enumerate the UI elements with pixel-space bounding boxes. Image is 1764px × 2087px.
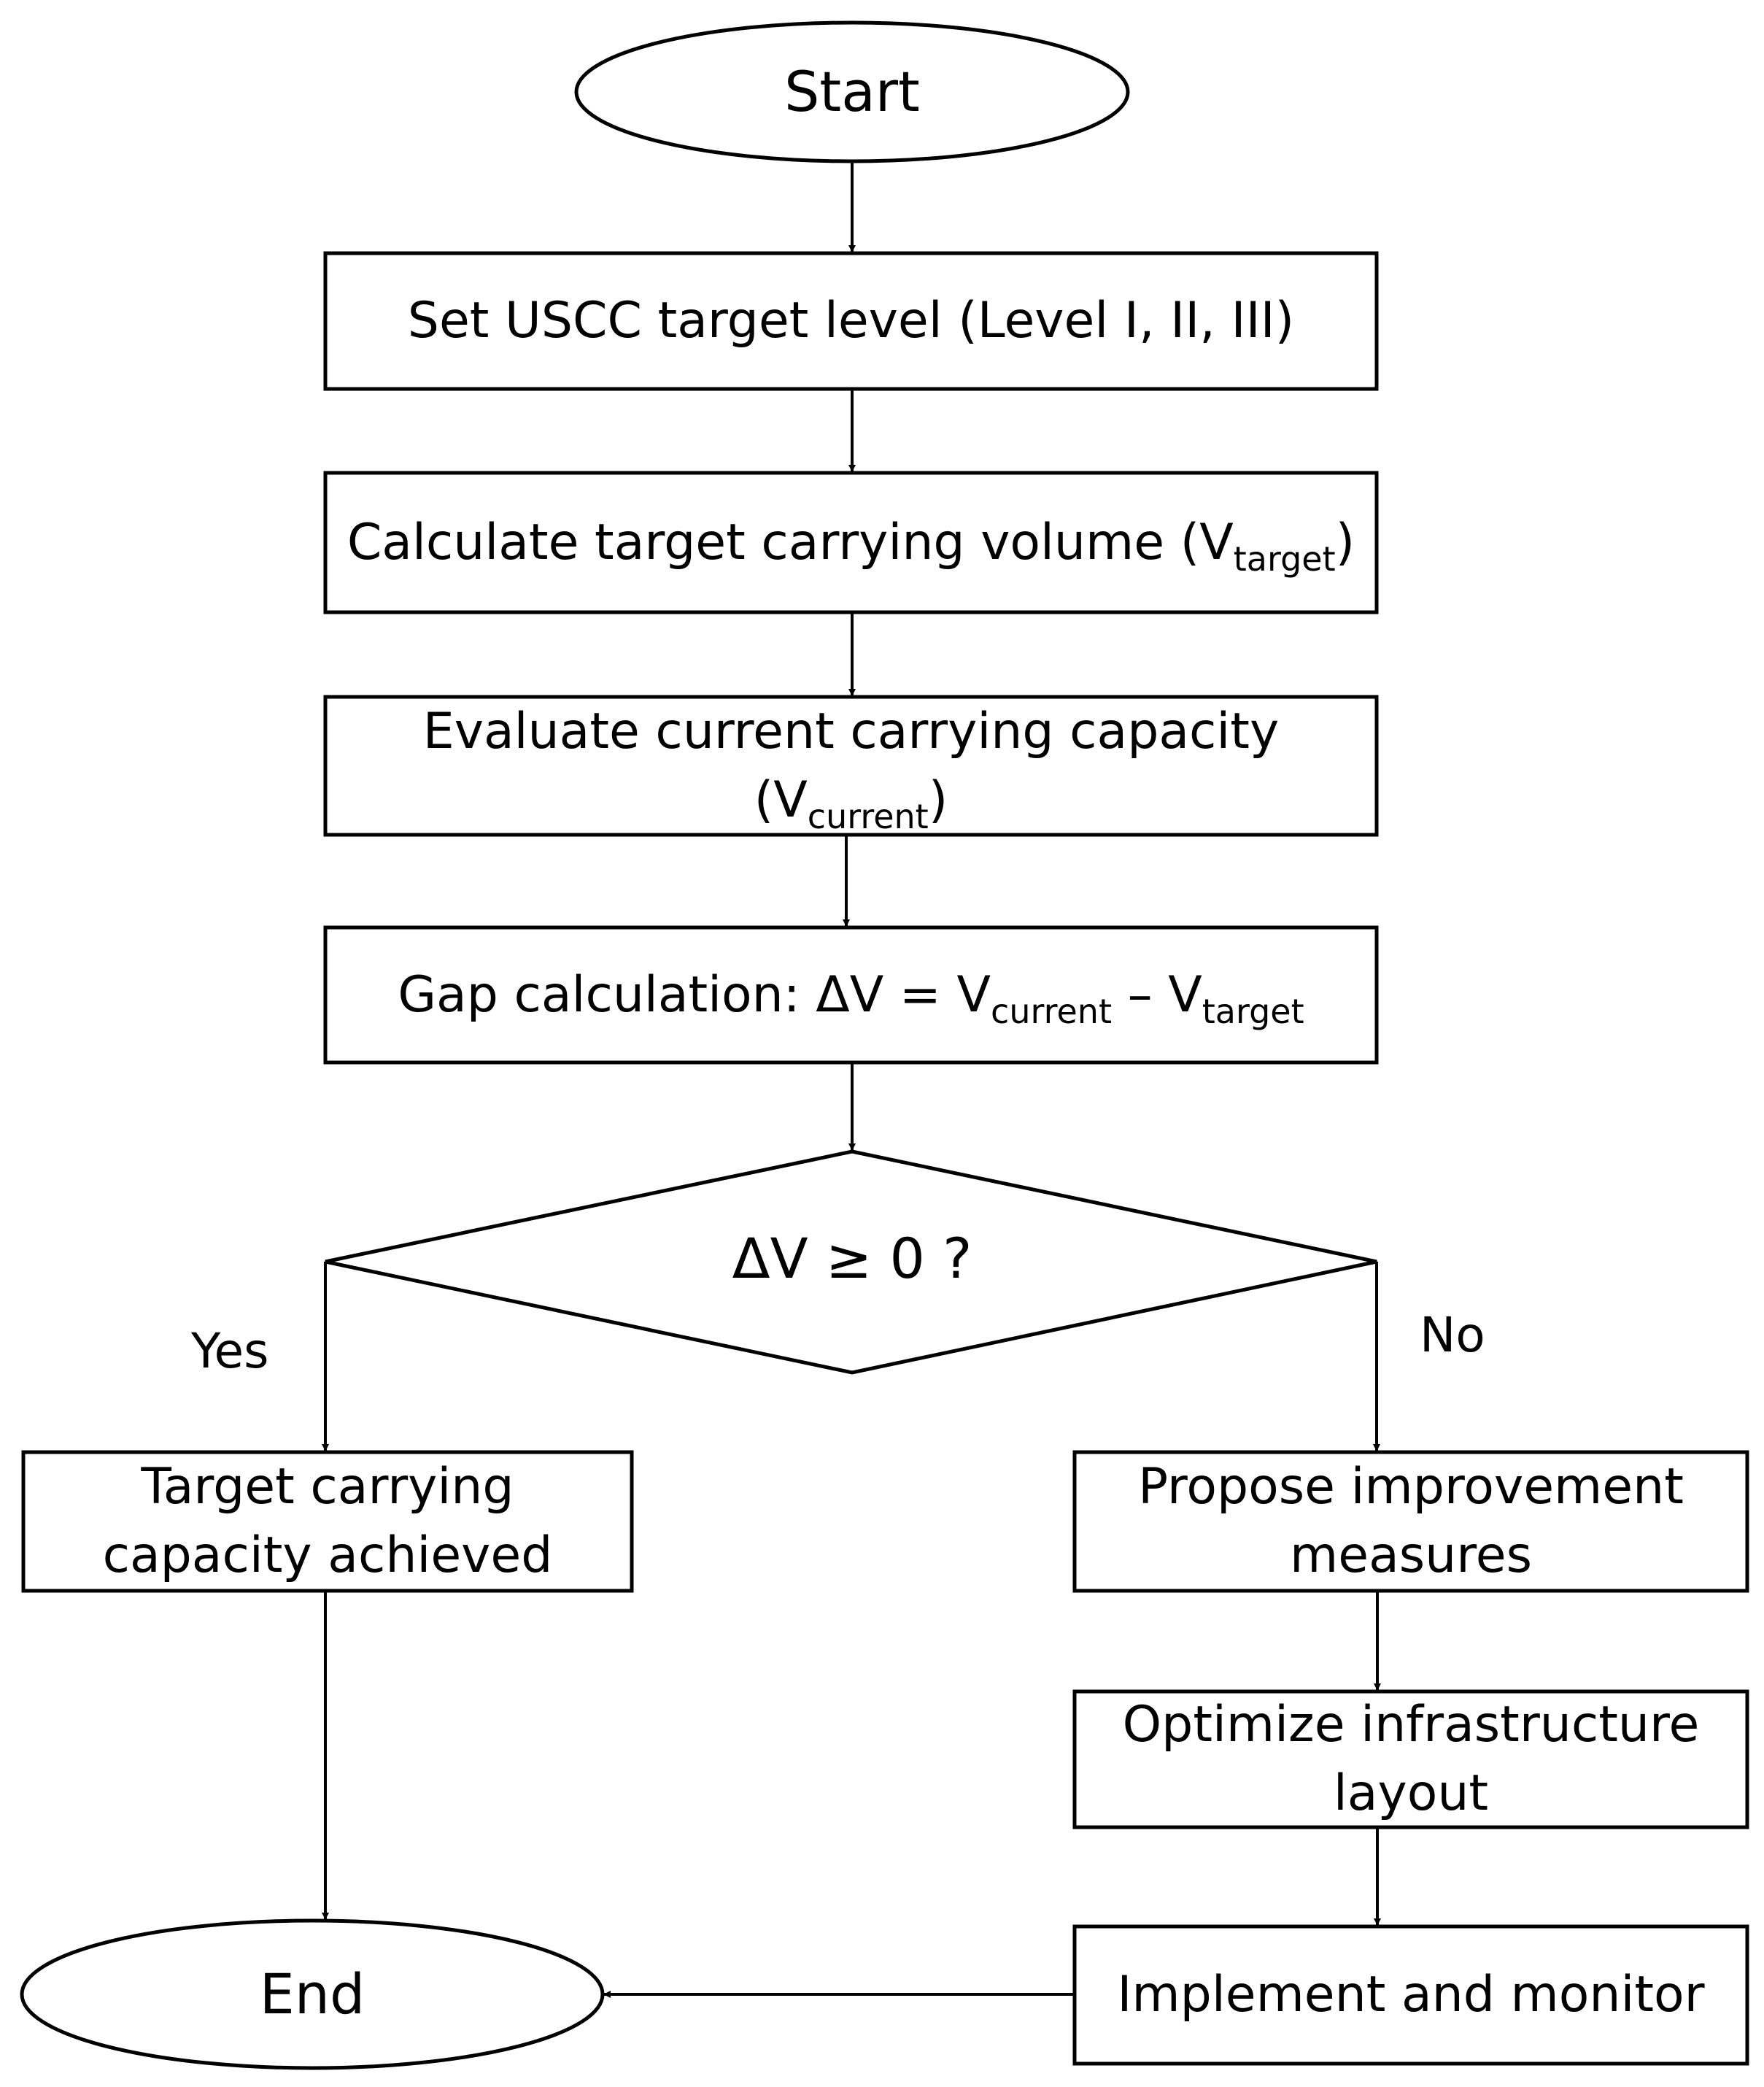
end-node: End xyxy=(22,1921,603,2068)
gap-node: Gap calculation: ΔV = Vcurrent – Vtarget xyxy=(325,927,1377,1062)
implement-node: Implement and monitor xyxy=(1075,1926,1747,2064)
optimize-line1: Optimize infrastructure xyxy=(1122,1696,1700,1754)
achieved-shape xyxy=(21,1450,634,1593)
gap-label: Gap calculation: ΔV = Vcurrent – Vtarget xyxy=(398,965,1304,1031)
propose-line2: measures xyxy=(1290,1527,1532,1584)
start-shape xyxy=(574,20,1130,163)
no-label: No xyxy=(1420,1307,1485,1363)
yes-label: Yes xyxy=(191,1323,269,1379)
decision-node: ΔV ≥ 0 ? xyxy=(620,1211,1084,1306)
end-shape xyxy=(20,1918,605,2070)
decision-shape xyxy=(325,1149,1377,1375)
eval-current-shape xyxy=(323,695,1379,837)
calc-target-shape xyxy=(323,471,1379,614)
gap-shape xyxy=(323,925,1379,1065)
calc-target-node: Calculate target carrying volume (Vtarge… xyxy=(325,473,1377,612)
start-node: Start xyxy=(576,23,1128,161)
achieved-node: Target carrying capacity achieved xyxy=(23,1452,632,1591)
calc-target-label: Calculate target carrying volume (Vtarge… xyxy=(347,513,1355,579)
set-target-shape xyxy=(323,251,1379,391)
achieved-line1: Target carrying xyxy=(141,1458,514,1516)
optimize-line2: layout xyxy=(1333,1764,1489,1822)
start-label: Start xyxy=(784,59,920,124)
propose-line1: Propose improvement xyxy=(1138,1458,1684,1516)
optimize-shape xyxy=(1072,1689,1749,1829)
set-target-node: Set USCC target level (Level I, II, III) xyxy=(325,253,1377,389)
eval-current-line1: Evaluate current carrying capacity xyxy=(422,702,1280,760)
propose-node: Propose improvement measures xyxy=(1075,1452,1747,1591)
end-label: End xyxy=(259,1961,365,2026)
optimize-node: Optimize infrastructure layout xyxy=(1075,1691,1747,1827)
decision-label: ΔV ≥ 0 ? xyxy=(732,1226,972,1291)
eval-current-line2: (Vcurrent) xyxy=(754,771,948,836)
eval-current-node: Evaluate current carrying capacity (Vcur… xyxy=(325,697,1377,835)
achieved-line2: capacity achieved xyxy=(102,1527,553,1584)
set-target-label: Set USCC target level (Level I, II, III) xyxy=(407,292,1295,350)
implement-label: Implement and monitor xyxy=(1117,1966,1705,2024)
propose-shape xyxy=(1072,1450,1749,1593)
